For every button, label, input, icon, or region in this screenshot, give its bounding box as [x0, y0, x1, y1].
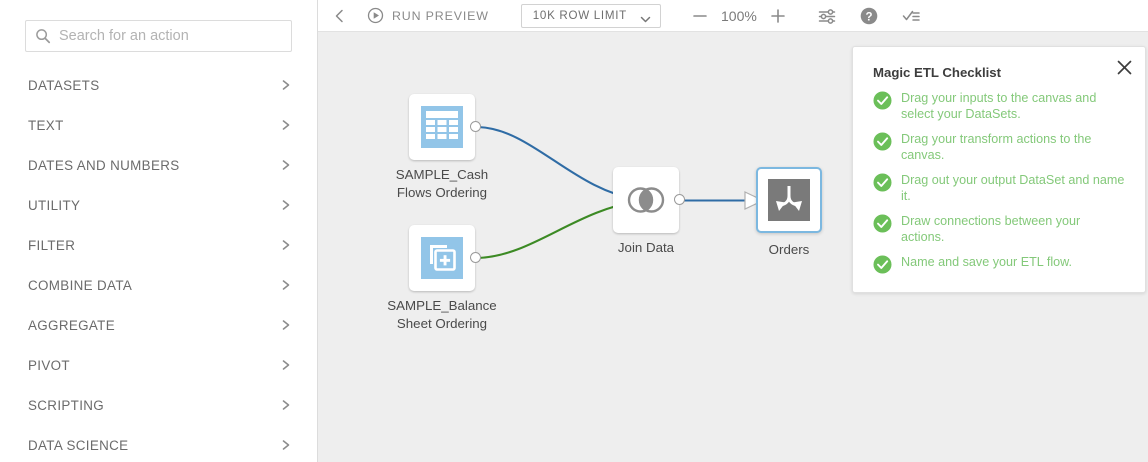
- sidebar-item-dates-and-numbers[interactable]: DATES AND NUMBERS: [0, 145, 317, 185]
- close-icon[interactable]: [1116, 59, 1133, 76]
- checklist-item: Drag your inputs to the canvas and selec…: [873, 90, 1125, 122]
- output-split-arrows-icon: [768, 179, 810, 221]
- chevron-right-icon: [280, 438, 292, 452]
- sidebar-item-label: DATA SCIENCE: [28, 437, 129, 453]
- zoom-controls: 100%: [691, 7, 787, 25]
- search-icon: [35, 28, 51, 44]
- checklist-icon[interactable]: [901, 6, 921, 26]
- sidebar-item-label: FILTER: [28, 237, 76, 253]
- chevron-right-icon: [280, 118, 292, 132]
- add-dataset-icon: [421, 237, 463, 279]
- chevron-right-icon: [280, 398, 292, 412]
- sidebar-item-label: DATASETS: [28, 77, 100, 93]
- check-circle-icon: [873, 214, 892, 233]
- search-box[interactable]: [25, 20, 292, 52]
- back-button[interactable]: [332, 8, 348, 24]
- sliders-icon[interactable]: [817, 6, 837, 26]
- output-port[interactable]: [470, 252, 481, 263]
- sidebar-item-label: PIVOT: [28, 357, 70, 373]
- zoom-out-button[interactable]: [691, 7, 709, 25]
- sidebar-item-label: COMBINE DATA: [28, 277, 133, 293]
- check-circle-icon: [873, 132, 892, 151]
- checklist-item-label: Draw connections between your actions.: [901, 214, 1081, 244]
- row-limit-select[interactable]: 10K ROW LIMIT: [520, 3, 661, 28]
- question-circle-icon[interactable]: ?: [859, 6, 879, 26]
- check-circle-icon: [873, 91, 892, 110]
- node-transform-join-data[interactable]: Join Data: [613, 167, 685, 255]
- search-input[interactable]: [59, 28, 282, 44]
- sidebar-item-filter[interactable]: FILTER: [0, 225, 317, 265]
- run-preview-label: RUN PREVIEW: [392, 8, 489, 23]
- chevron-right-icon: [280, 278, 292, 292]
- sidebar-item-label: TEXT: [28, 117, 64, 133]
- checklist-item: Drag your transform actions to the canva…: [873, 131, 1125, 163]
- sidebar-item-pivot[interactable]: PIVOT: [0, 345, 317, 385]
- zoom-level-value: 100%: [721, 7, 757, 24]
- sidebar-item-label: SCRIPTING: [28, 397, 105, 413]
- sidebar-item-label: DATES AND NUMBERS: [28, 157, 180, 173]
- magic-etl-checklist-panel: Magic ETL Checklist Drag your inputs to …: [852, 46, 1146, 293]
- zoom-in-button[interactable]: [769, 7, 787, 25]
- table-grid-icon: [421, 106, 463, 148]
- output-port[interactable]: [674, 194, 685, 205]
- row-limit-value: 10K ROW LIMIT: [532, 9, 627, 22]
- sidebar-item-scripting[interactable]: SCRIPTING: [0, 385, 317, 425]
- chevron-down-icon: [639, 11, 652, 23]
- sidebar-item-data-science[interactable]: DATA SCIENCE: [0, 425, 317, 462]
- sidebar-item-label: UTILITY: [28, 197, 81, 213]
- venn-join-icon: [625, 179, 667, 221]
- check-circle-icon: [873, 255, 892, 274]
- checklist-title: Magic ETL Checklist: [873, 65, 1002, 80]
- sidebar-item-aggregate[interactable]: AGGREGATE: [0, 305, 317, 345]
- checklist-item-label: Name and save your ETL flow.: [901, 255, 1073, 269]
- run-preview-button[interactable]: RUN PREVIEW: [367, 7, 489, 24]
- chevron-right-icon: [280, 358, 292, 372]
- orders-input-arrowhead: [744, 191, 765, 210]
- checklist-item-label: Drag your inputs to the canvas and selec…: [901, 91, 1097, 121]
- play-circle-icon: [367, 7, 384, 24]
- checklist-item-label: Drag your transform actions to the canva…: [901, 132, 1092, 162]
- checklist-item: Draw connections between your actions.: [873, 213, 1125, 245]
- sidebar-item-text[interactable]: TEXT: [0, 105, 317, 145]
- checklist-item: Drag out your output DataSet and name it…: [873, 172, 1125, 204]
- chevron-right-icon: [280, 158, 292, 172]
- sidebar-item-utility[interactable]: UTILITY: [0, 185, 317, 225]
- output-port[interactable]: [470, 121, 481, 132]
- chevron-right-icon: [280, 78, 292, 92]
- sidebar-item-combine-data[interactable]: COMBINE DATA: [0, 265, 317, 305]
- main-area: RUN PREVIEW 10K ROW LIMIT 100%: [318, 0, 1148, 462]
- checklist-item-label: Drag out your output DataSet and name it…: [901, 173, 1125, 203]
- checklist-item: Name and save your ETL flow.: [873, 254, 1125, 274]
- chevron-right-icon: [280, 318, 292, 332]
- check-circle-icon: [873, 173, 892, 192]
- sidebar-item-datasets[interactable]: DATASETS: [0, 65, 317, 105]
- canvas-toolbar: RUN PREVIEW 10K ROW LIMIT 100%: [318, 0, 1148, 32]
- actions-sidebar: DATASETS TEXT DATES AND NUMBERS UTILITY …: [0, 0, 318, 462]
- chevron-right-icon: [280, 238, 292, 252]
- svg-text:?: ?: [865, 11, 872, 23]
- action-category-list: DATASETS TEXT DATES AND NUMBERS UTILITY …: [0, 65, 317, 462]
- node-output-orders[interactable]: Orders: [756, 167, 822, 257]
- sidebar-item-label: AGGREGATE: [28, 317, 115, 333]
- chevron-right-icon: [280, 198, 292, 212]
